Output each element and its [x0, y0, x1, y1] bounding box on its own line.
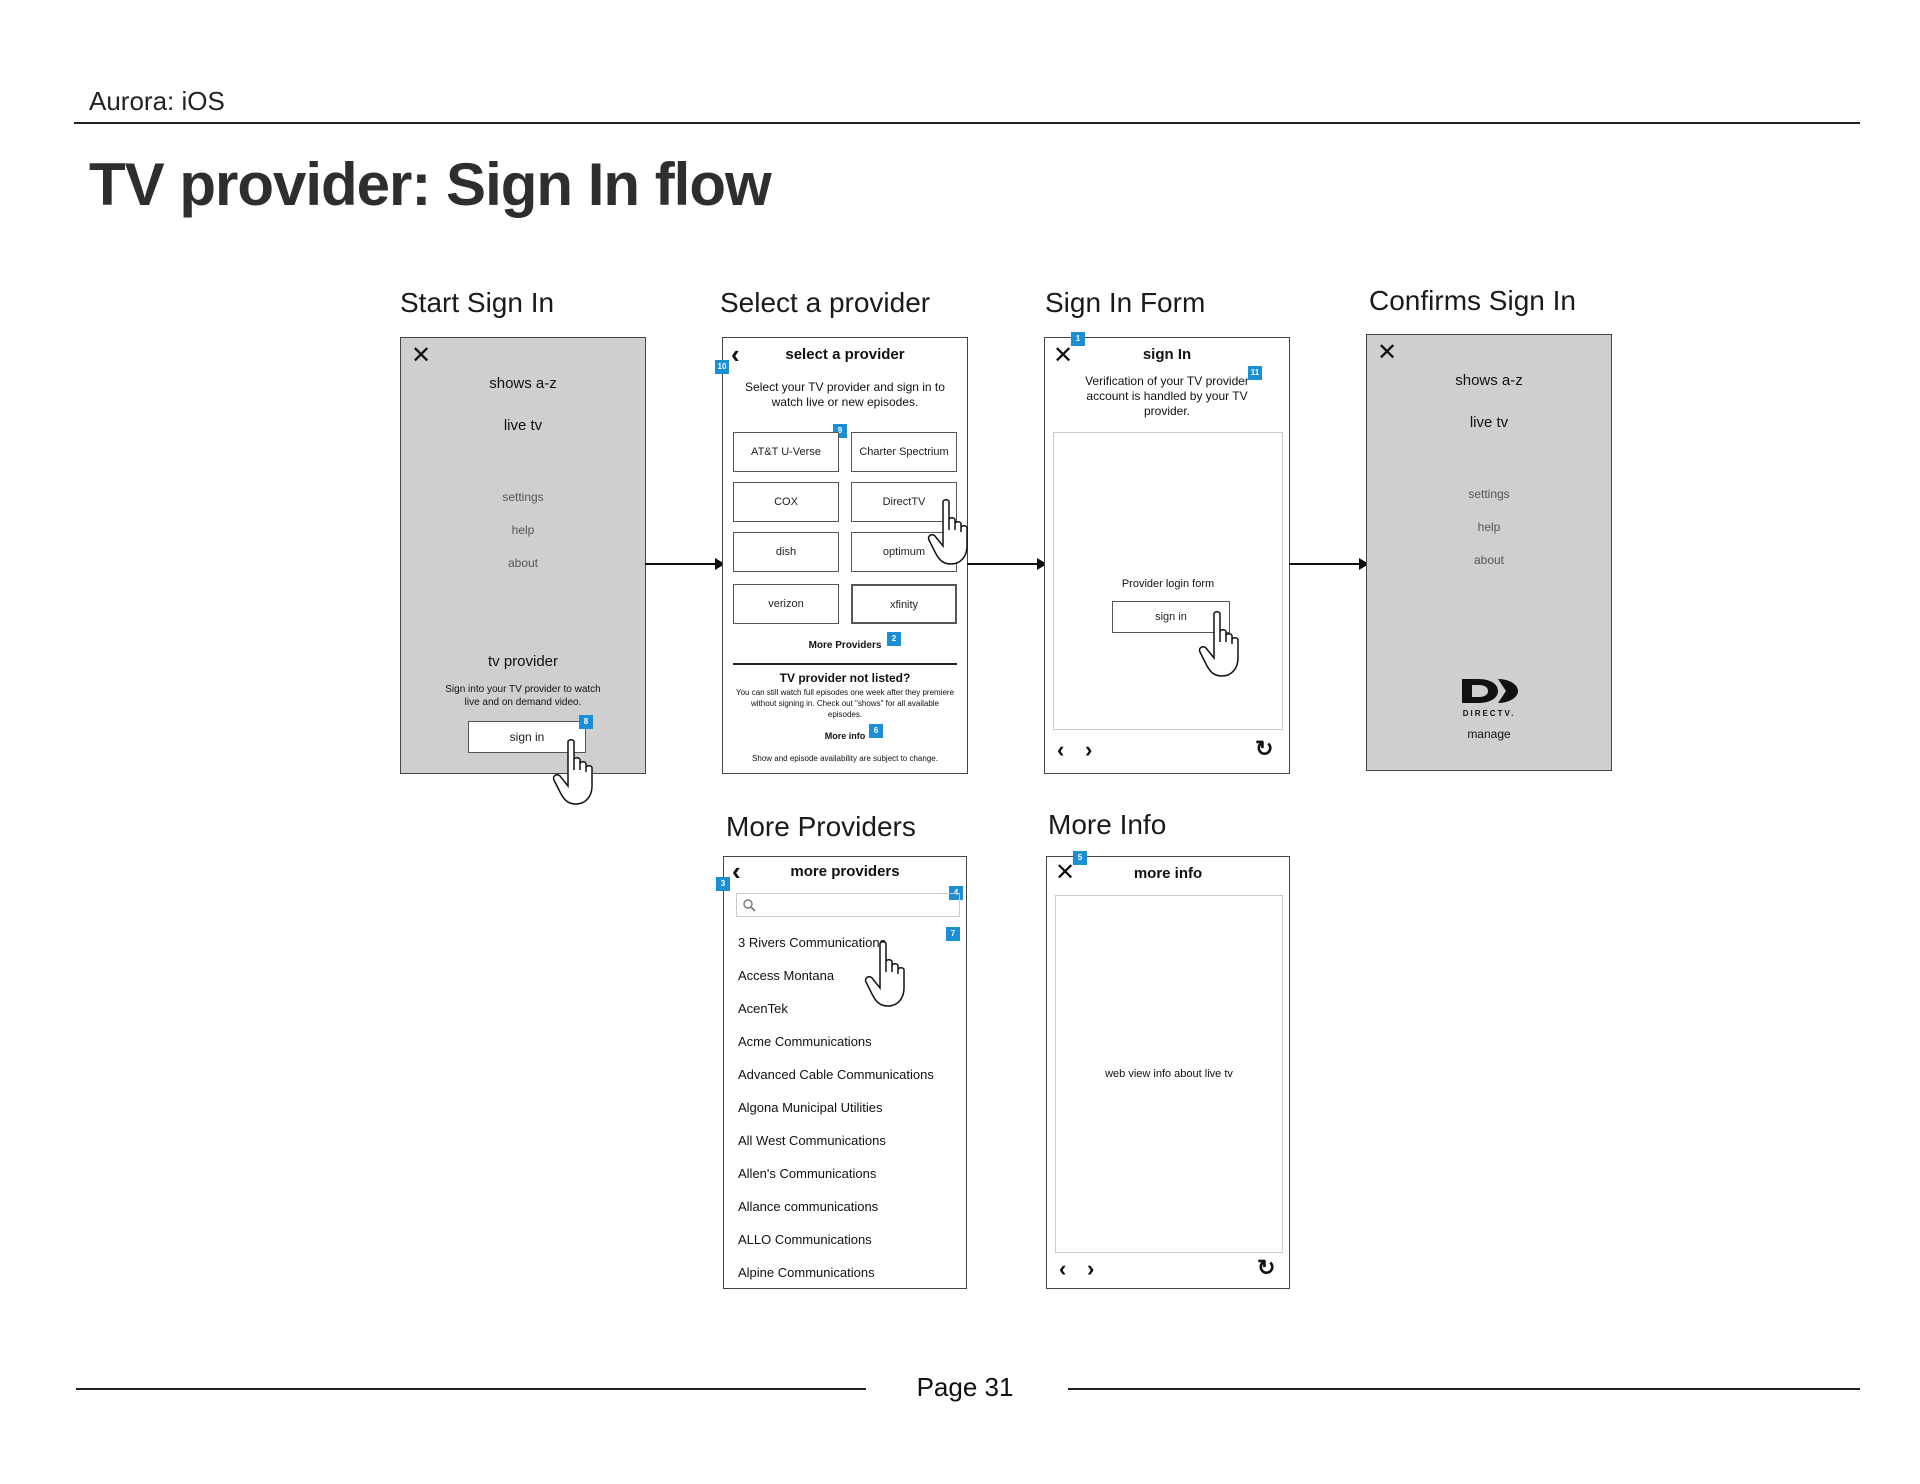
- browser-forward-icon[interactable]: ›: [1087, 1256, 1095, 1281]
- menu-item-settings[interactable]: settings: [502, 490, 544, 504]
- tap-hand-icon: [1198, 611, 1239, 677]
- verification-description: Verification of your TV provider account…: [1085, 374, 1249, 418]
- annotation-badge: 5: [1073, 851, 1087, 865]
- search-icon: [743, 899, 756, 912]
- provider-button-charter[interactable]: Charter Spectrium: [851, 432, 957, 472]
- browser-forward-icon[interactable]: ›: [1085, 737, 1093, 762]
- provider-list-item[interactable]: Acme Communications: [738, 1034, 872, 1049]
- tap-hand-icon: [927, 499, 968, 565]
- menu-item-help[interactable]: help: [1477, 520, 1501, 534]
- manage-link[interactable]: manage: [1467, 727, 1511, 741]
- availability-disclaimer: Show and episode availability are subjec…: [752, 754, 938, 763]
- sign-in-button[interactable]: sign in: [1112, 601, 1230, 633]
- more-providers-screen: ‹ 3 more providers 4 7 3 Rivers Communic…: [716, 856, 967, 1289]
- screen-title: select a provider: [785, 346, 905, 363]
- provider-list-item[interactable]: AcenTek: [738, 1001, 788, 1016]
- webview-placeholder-text: web view info about live tv: [1105, 1068, 1233, 1080]
- not-listed-description: You can still watch full episodes one we…: [735, 688, 955, 719]
- divider: [733, 663, 957, 665]
- provider-button-dish[interactable]: dish: [733, 532, 839, 572]
- sign-in-form-screen: ✕ 1 sign In Verification of your TV prov…: [1044, 332, 1290, 774]
- annotation-badge: 8: [579, 715, 593, 729]
- back-icon[interactable]: ‹: [731, 339, 740, 369]
- provider-list-item[interactable]: ALLO Communications: [738, 1232, 872, 1247]
- menu-item-about[interactable]: about: [507, 556, 539, 570]
- flow-arrow: [967, 558, 1047, 570]
- screen-title: more providers: [790, 863, 900, 880]
- section-label-more-info: More Info: [1048, 809, 1167, 840]
- page-title: TV provider: Sign In flow: [89, 151, 772, 218]
- header-divider: [74, 122, 1860, 124]
- provider-button-att[interactable]: AT&T U-Verse: [733, 432, 839, 472]
- browser-back-icon[interactable]: ‹: [1059, 1256, 1067, 1281]
- close-icon[interactable]: ✕: [1053, 342, 1074, 369]
- annotation-badge: 1: [1071, 332, 1085, 346]
- annotation-badge: 10: [715, 360, 729, 374]
- menu-item-live-tv[interactable]: live tv: [1469, 414, 1509, 431]
- provider-button-xfinity[interactable]: xfinity: [851, 584, 957, 624]
- flow-arrow: [645, 558, 725, 570]
- provider-login-form-label: Provider login form: [1121, 578, 1215, 590]
- page-number: Page 31: [916, 1372, 1014, 1402]
- search-input[interactable]: [736, 893, 960, 917]
- section-label-start-sign-in: Start Sign In: [400, 287, 555, 318]
- provider-button-verizon[interactable]: verizon: [733, 584, 839, 624]
- select-provider-subtitle: Select your TV provider and sign in to w…: [745, 380, 945, 409]
- more-info-screen: ✕ 5 more info web view info about live t…: [1046, 851, 1290, 1289]
- back-icon[interactable]: ‹: [732, 856, 741, 886]
- section-label-more-providers: More Providers: [726, 811, 916, 842]
- section-label-sign-in-form: Sign In Form: [1045, 287, 1206, 318]
- annotation-badge: 6: [869, 724, 883, 738]
- menu-item-settings[interactable]: settings: [1468, 487, 1510, 501]
- section-label-select-provider: Select a provider: [720, 287, 931, 318]
- annotation-badge: 11: [1248, 366, 1262, 380]
- document-label: Aurora: iOS: [89, 86, 225, 116]
- provider-list-item[interactable]: Advanced Cable Communications: [738, 1067, 934, 1082]
- flow-arrow: [1289, 558, 1369, 570]
- screen-title: more info: [1133, 865, 1203, 882]
- start-sign-in-screen: ✕ shows a-z live tv settings help about …: [400, 337, 646, 774]
- provider-list-item[interactable]: All West Communications: [738, 1133, 886, 1148]
- directv-logo-text: DIRECTV.: [1462, 709, 1516, 718]
- menu-item-shows-az[interactable]: shows a-z: [1455, 372, 1523, 389]
- refresh-icon[interactable]: ↻: [1257, 1255, 1276, 1280]
- tap-hand-icon: [552, 739, 593, 805]
- not-listed-heading: TV provider not listed?: [779, 671, 911, 685]
- footer-divider-right: [1068, 1388, 1860, 1390]
- tv-provider-description: Sign into your TV provider to watch live…: [445, 684, 601, 708]
- close-icon[interactable]: ✕: [411, 342, 432, 369]
- provider-list-item[interactable]: Access Montana: [738, 968, 835, 983]
- close-icon[interactable]: ✕: [1055, 859, 1076, 886]
- sign-in-button[interactable]: sign in: [468, 721, 586, 753]
- annotation-badge: 3: [716, 877, 730, 891]
- menu-item-shows-az[interactable]: shows a-z: [489, 375, 557, 392]
- provider-list-item[interactable]: 3 Rivers Communications: [738, 935, 887, 950]
- footer-divider-left: [76, 1388, 866, 1390]
- tap-hand-icon: [864, 941, 905, 1007]
- refresh-icon[interactable]: ↻: [1255, 736, 1274, 761]
- select-provider-screen: ‹ select a provider 10 Select your TV pr…: [715, 337, 968, 774]
- annotation-badge: 2: [887, 632, 901, 646]
- section-label-confirms-sign-in: Confirms Sign In: [1369, 285, 1576, 316]
- directv-logo: [1462, 679, 1518, 703]
- info-webview: web view info about live tv: [1055, 895, 1283, 1253]
- provider-list-item[interactable]: Allen's Communications: [738, 1166, 877, 1181]
- provider-list-item[interactable]: Algona Municipal Utilities: [738, 1100, 883, 1115]
- close-icon[interactable]: ✕: [1377, 339, 1398, 366]
- provider-button-cox[interactable]: COX: [733, 482, 839, 522]
- provider-webview: Provider login form sign in: [1053, 432, 1283, 730]
- more-info-link[interactable]: More info: [824, 731, 866, 741]
- more-providers-link[interactable]: More Providers: [808, 640, 882, 651]
- provider-button-directv[interactable]: DirectTV: [851, 482, 957, 522]
- menu-item-live-tv[interactable]: live tv: [503, 417, 543, 434]
- browser-back-icon[interactable]: ‹: [1057, 737, 1065, 762]
- annotation-badge: 7: [946, 927, 960, 941]
- screen-title: sign In: [1142, 346, 1192, 363]
- menu-item-help[interactable]: help: [511, 523, 535, 537]
- confirms-sign-in-screen: ✕ shows a-z live tv settings help about …: [1366, 334, 1612, 771]
- provider-list-item[interactable]: Alpine Communications: [738, 1265, 875, 1280]
- provider-list-item[interactable]: Allance communications: [738, 1199, 879, 1214]
- tv-provider-heading: tv provider: [487, 653, 559, 670]
- menu-item-about[interactable]: about: [1473, 553, 1505, 567]
